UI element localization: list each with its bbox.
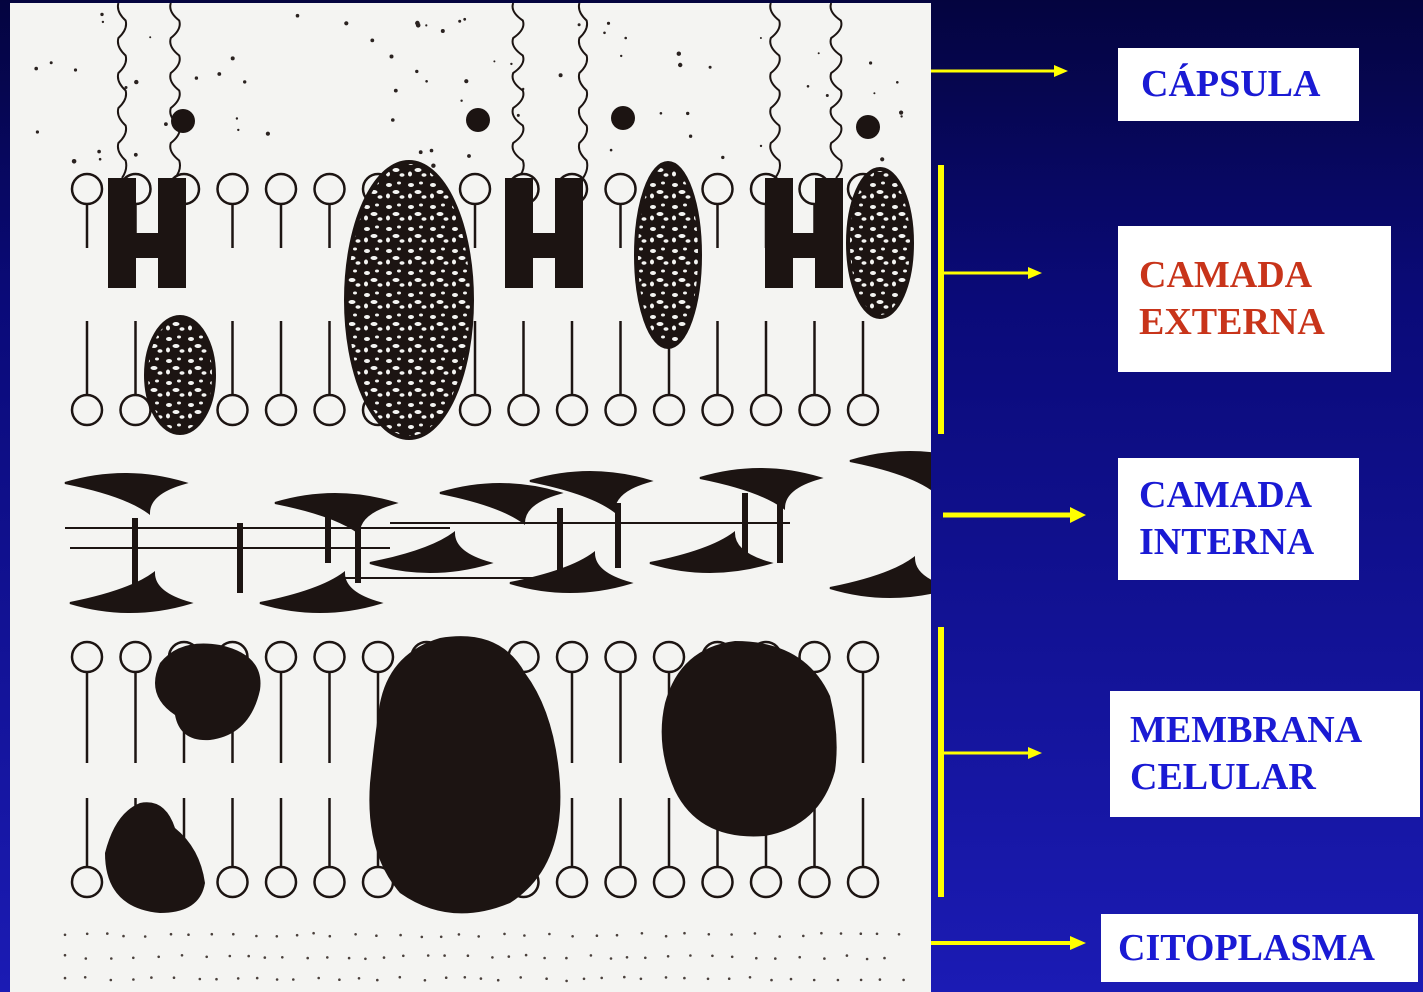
- label-citoplasma: CITOPLASMA: [1101, 914, 1418, 982]
- capsula-arrowhead: [1054, 65, 1068, 77]
- label-membrana-celular-line2: CELULAR: [1130, 754, 1420, 801]
- membrana-celular-arrowhead: [1028, 747, 1042, 759]
- label-camada-interna: CAMADA INTERNA: [1118, 458, 1359, 580]
- label-membrana-celular-line1: MEMBRANA: [1130, 707, 1420, 754]
- label-camada-externa-line2: EXTERNA: [1139, 299, 1391, 346]
- label-membrana-celular: MEMBRANA CELULAR: [1110, 691, 1420, 817]
- camada-externa-arrowhead: [1028, 267, 1042, 279]
- label-capsula: CÁPSULA: [1118, 48, 1359, 121]
- label-camada-externa: CAMADA EXTERNA: [1118, 226, 1391, 372]
- camada-interna-arrowhead: [1070, 507, 1086, 523]
- label-capsula-text: CÁPSULA: [1141, 61, 1359, 108]
- label-citoplasma-text: CITOPLASMA: [1118, 925, 1418, 972]
- label-camada-interna-line2: INTERNA: [1139, 519, 1359, 566]
- label-camada-externa-line1: CAMADA: [1139, 252, 1391, 299]
- label-camada-interna-line1: CAMADA: [1139, 472, 1359, 519]
- citoplasma-arrowhead: [1070, 936, 1086, 950]
